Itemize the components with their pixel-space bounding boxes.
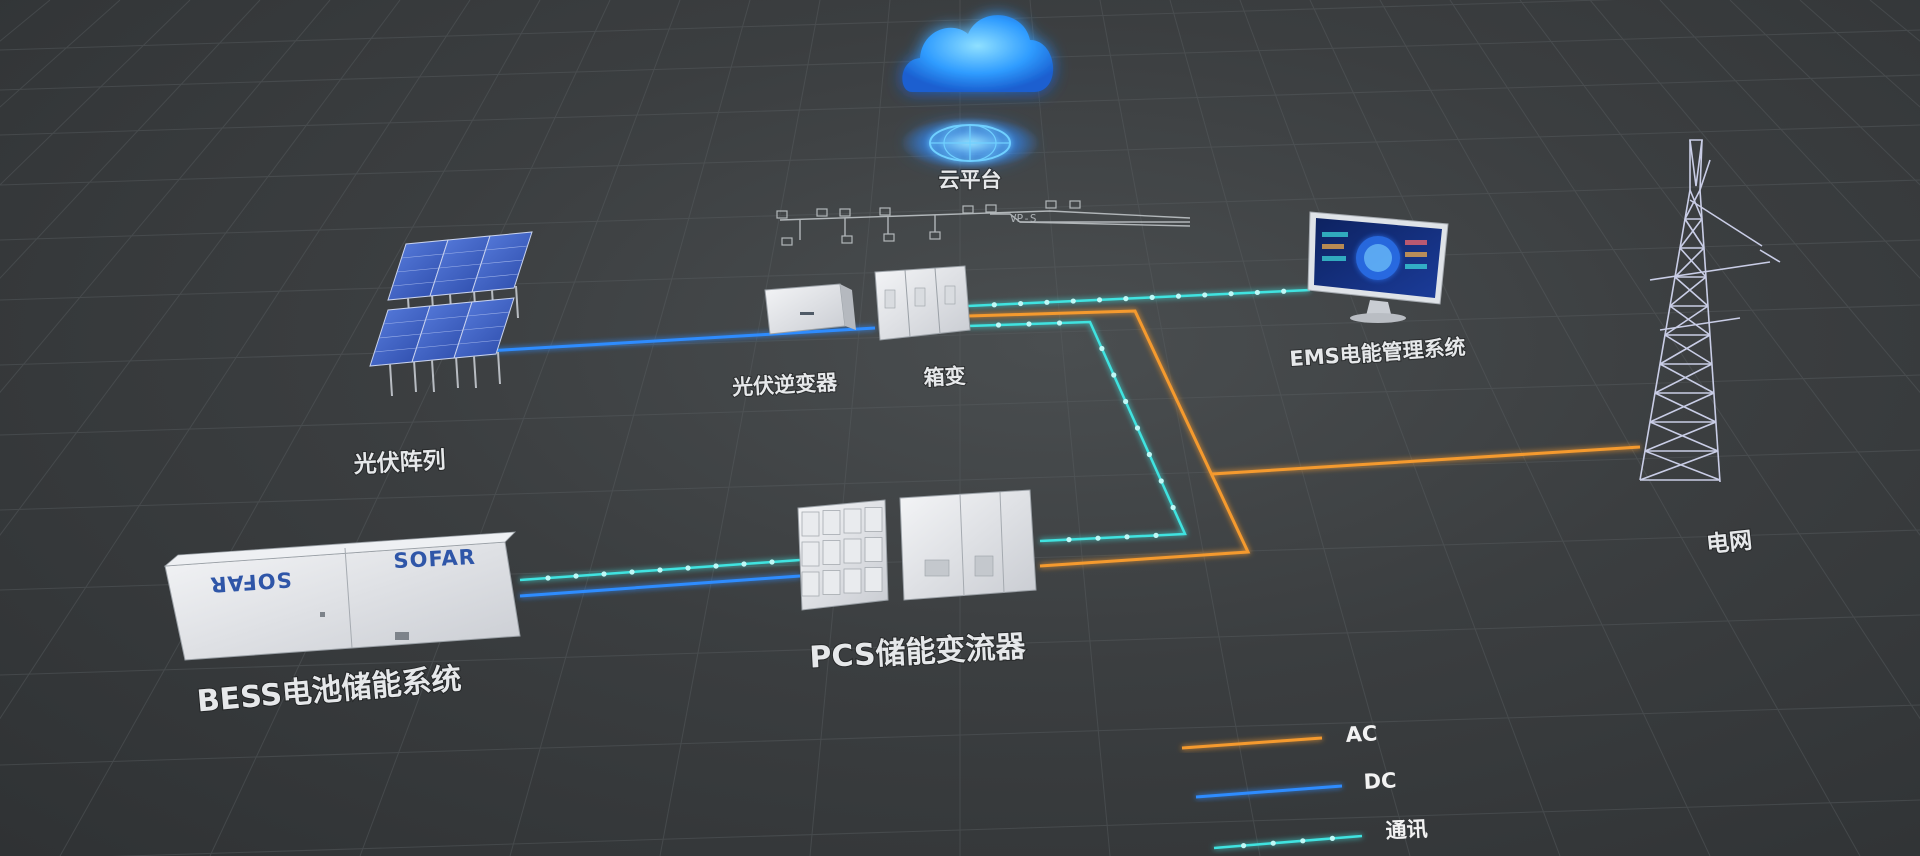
inverter-icon [764,283,856,335]
box-transformer-label: 箱变 [923,364,966,390]
comm-dot [1149,294,1155,300]
comm-dot [1153,532,1159,539]
comm-dot [1254,289,1260,296]
bess-container[interactable]: SOFAR SOFAR BESS电池储能系统 [163,531,521,721]
comm-dot [657,567,663,573]
dc-line-pv-to-inverter [469,326,876,354]
comm-dot [995,322,1002,328]
legend-dc-label: DC [1363,768,1397,794]
comm-dot [1111,372,1117,378]
comm-dot [1281,288,1287,294]
dc-line-bess-to-pcs [519,574,801,598]
comm-dot [1096,297,1103,303]
comm-dot [1026,321,1032,327]
transmission-tower-icon [1639,139,1781,483]
cloud-platform[interactable]: 云平台 [900,15,1054,193]
comm-dot [1241,843,1247,849]
solar-panels-icon [369,231,533,397]
comm-dot [1329,835,1335,842]
legend-ac-label: AC [1345,721,1378,747]
network-topology: VP-S [776,200,1191,246]
legend-item-comm: 通讯 [1213,817,1428,850]
comm-dot [1146,451,1152,458]
pcs-cabinet-icon [797,489,1037,611]
legend-comm-swatch [1213,834,1363,850]
comm-dot [545,575,551,581]
comm-dot [1066,537,1072,543]
pv-inverter[interactable]: 光伏逆变器 [730,283,856,401]
comm-dot [1095,535,1101,541]
box-transformer[interactable]: 箱变 [874,265,971,391]
comm-dot [1044,299,1050,305]
bess-label: BESS电池储能系统 [196,662,463,720]
globe-icon [929,124,1011,162]
comm-dot [1018,300,1024,307]
comm-dot [1270,840,1276,846]
comm-dot [629,569,635,575]
cloud-platform-label: 云平台 [939,168,1002,192]
comm-dot [713,563,719,569]
legend: AC DC 通讯 [1181,721,1428,850]
legend-ac-swatch [1181,736,1323,750]
comm-dot [1070,298,1076,304]
pv-inverter-label: 光伏逆变器 [731,370,839,400]
comm-line-box-to-ems [967,288,1311,308]
legend-item-ac: AC [1181,721,1378,750]
transformer-icon [874,265,971,341]
bess-brand-front: SOFAR [393,545,476,573]
comm-dot [741,561,747,567]
legend-dc-swatch [1195,784,1343,799]
connection-lines [469,288,1641,598]
cloud-icon [902,15,1054,93]
pv-array[interactable]: 光伏阵列 [351,231,533,479]
pv-array-label: 光伏阵列 [352,447,446,479]
ems-system[interactable]: EMS电能管理系统 [1288,211,1467,372]
grid-label: 电网 [1705,528,1753,559]
comm-dot [769,559,775,565]
pcs-converter[interactable]: PCS储能变流器 [797,489,1037,677]
bess-brand-back: SOFAR [209,567,293,597]
comm-dot [1123,398,1129,405]
ac-line-box-to-pcs [967,309,1251,568]
power-grid[interactable]: 电网 [1639,139,1781,559]
monitor-icon [1307,211,1449,323]
comm-dot [1228,291,1234,297]
legend-item-dc: DC [1195,768,1397,799]
ems-label: EMS电能管理系统 [1289,335,1467,371]
comm-dot [991,302,997,308]
comm-dot [685,565,691,571]
comm-dot [1175,293,1182,299]
comm-dot [1158,478,1164,484]
network-tag: VP-S [1010,212,1037,225]
ac-line-to-grid [1211,445,1641,476]
comm-dot [1170,504,1176,511]
comm-dot [601,571,607,577]
pcs-label: PCS储能变流器 [809,629,1028,675]
legend-comm-label: 通讯 [1385,817,1428,843]
comm-dot [1124,534,1130,540]
device-icons [776,200,1081,246]
comm-dot [1056,320,1063,326]
comm-dot [1300,838,1306,844]
battery-container-icon [163,531,521,661]
comm-dot [1123,296,1129,302]
comm-dot [1202,292,1208,298]
comm-dot [573,573,579,579]
comm-dot [1099,345,1105,352]
comm-dot [1134,425,1141,431]
